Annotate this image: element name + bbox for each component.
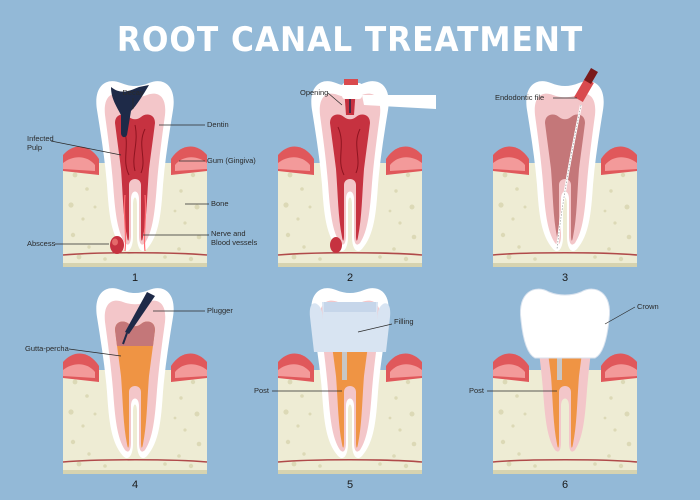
label-endodontic-file: Endodontic file	[495, 93, 544, 102]
label-opening: Opening	[300, 88, 328, 97]
label-infected-pulp-2: Pulp	[27, 143, 42, 152]
label-gum: Gum (Gingiva)	[207, 156, 256, 165]
label-nerve-2: Blood vessels	[211, 238, 258, 247]
panel-4: Plugger Gutta-percha 4	[25, 288, 233, 491]
drill-icon	[342, 79, 436, 113]
label-post: Post	[469, 386, 485, 395]
step-number: 1	[132, 272, 138, 284]
label-filling: Filling	[394, 317, 414, 326]
panel-2: Opening 2	[277, 79, 436, 284]
label-abscess: Abscess	[27, 239, 56, 248]
step-number: 6	[562, 479, 568, 491]
label-infected-pulp-1: Infected	[27, 134, 54, 143]
step-number: 4	[132, 479, 138, 491]
page-title: ROOT CANAL TREATMENT	[116, 20, 584, 60]
label-dentin: Dentin	[207, 120, 229, 129]
panel-5: Filling Post 5	[254, 288, 423, 491]
panel-3: Endodontic file 3	[492, 67, 638, 284]
label-gutta-percha: Gutta-percha	[25, 344, 70, 353]
label-post: Post	[254, 386, 270, 395]
label-crown: Crown	[637, 302, 659, 311]
step-number: 2	[347, 272, 353, 284]
plugger-icon	[122, 292, 155, 345]
step-number: 5	[347, 479, 353, 491]
endodontic-file-icon	[555, 67, 598, 250]
label-bone: Bone	[211, 199, 229, 208]
panel-6: Crown Post 6	[469, 288, 659, 491]
step-number: 3	[562, 272, 568, 284]
label-nerve-1: Nerve and	[211, 229, 246, 238]
panel-1: Decay Dentin Infected Pulp Gum (Gingiva)…	[27, 81, 258, 284]
label-decay: Decay	[122, 88, 144, 97]
label-plugger: Plugger	[207, 306, 233, 315]
